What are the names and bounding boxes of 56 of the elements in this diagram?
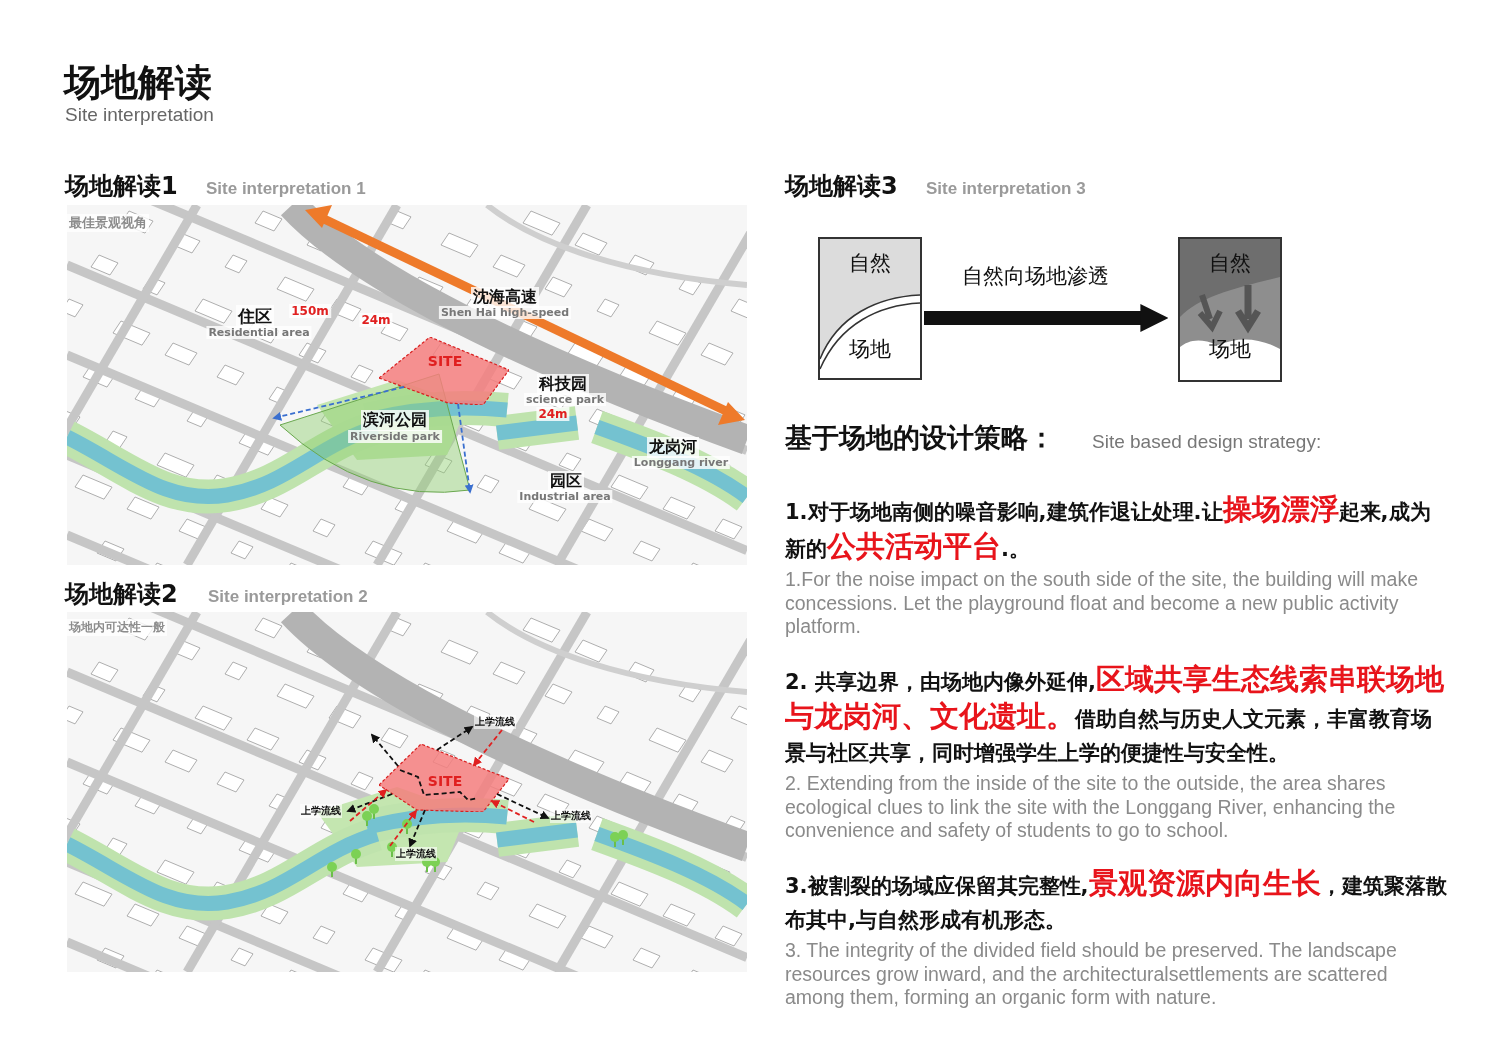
arrow xyxy=(496,793,550,819)
paragraph: 1.For the noise impact on the south side of the site, the building will make concessions. Let the playground float and become a new public activity platform. xyxy=(785,568,1420,639)
box-label: 场地 xyxy=(1209,336,1251,363)
section-subheading: Site interpretation 3 xyxy=(926,179,1086,199)
paragraph: 1.对于场地南侧的噪音影响,建筑作退让处理.让操场漂浮起来,成为新的公共活动平台.。 xyxy=(785,492,1432,565)
strategy-subheading: Site based design strategy: xyxy=(1092,431,1322,453)
route-label: 上学流线 xyxy=(395,847,437,861)
sketch-box xyxy=(1178,237,1282,382)
map-label: Riverside park xyxy=(348,430,442,443)
section-subheading: Site interpretation 1 xyxy=(206,179,366,199)
arrow xyxy=(346,793,393,813)
map-label: science park xyxy=(524,393,606,406)
paragraph: 2. Extending from the inside of the site to the outside, the area shares ecological clues to link the site with the Longgang River, enhancing the convenience and safety of students to go to school. xyxy=(785,772,1397,843)
route-label: 上学流线 xyxy=(474,715,516,729)
arrow xyxy=(457,403,474,494)
section-heading: 场地解读2 xyxy=(65,579,178,610)
map-label: 园区 xyxy=(548,471,584,492)
height-label: 24m xyxy=(359,313,393,327)
site-area xyxy=(379,337,509,405)
strategy-heading: 基于场地的设计策略： xyxy=(785,421,1055,455)
arrow xyxy=(389,809,418,847)
height-label: 150m xyxy=(289,304,331,318)
site-label: SITE xyxy=(427,773,463,789)
arrow xyxy=(272,386,405,421)
map-label: Longgang river xyxy=(631,456,731,469)
map-label: Residential area xyxy=(206,326,312,339)
box-label: 场地 xyxy=(849,336,891,363)
map-label: 龙岗河 xyxy=(647,437,699,458)
section-heading: 场地解读1 xyxy=(65,171,178,202)
section-heading: 场地解读3 xyxy=(785,171,898,202)
note: 最佳景观视角 xyxy=(67,214,149,232)
arrow xyxy=(924,304,1169,332)
height-label: 24m xyxy=(536,407,570,421)
box-label: 自然 xyxy=(1209,250,1251,277)
map-label: Industrial area xyxy=(517,490,613,503)
arrow xyxy=(436,726,474,751)
route-label: 上学流线 xyxy=(300,804,342,818)
arrow xyxy=(408,809,426,848)
route-label: 上学流线 xyxy=(550,809,592,823)
arrow xyxy=(490,800,535,823)
box-label: 自然 xyxy=(849,250,891,277)
arrow xyxy=(370,733,399,767)
sketch-box xyxy=(818,237,922,380)
subtitle: Site interpretation xyxy=(65,104,214,126)
page-title: 场地解读 xyxy=(64,60,212,106)
paragraph: 3.被割裂的场域应保留其完整性,景观资源内向生长，建筑聚落散布其中,与自然形成有机形态。 xyxy=(785,866,1448,934)
arrow xyxy=(349,788,388,822)
arrow xyxy=(472,729,503,767)
paragraph: 3. The integrity of the divided field should be preserved. The landscape resources grow inward, and the architecturalsettlements are scattered among them, forming an organic form with nature. xyxy=(785,939,1398,1010)
map-label: 科技园 xyxy=(537,374,589,395)
map-label: 住区 xyxy=(236,305,274,328)
paragraph: 2. 共享边界，由场地内像外延伸,区域共享生态线索串联场地与龙岗河、文化遗址。借助自然与历史人文元素，丰富教育场景与社区共享，同时增强学生上学的便捷性与安全性。 xyxy=(785,662,1445,767)
section-subheading: Site interpretation 2 xyxy=(208,587,368,607)
site-area xyxy=(379,744,509,812)
map-label: 滨河公园 xyxy=(361,410,429,431)
site-label: SITE xyxy=(427,353,463,369)
